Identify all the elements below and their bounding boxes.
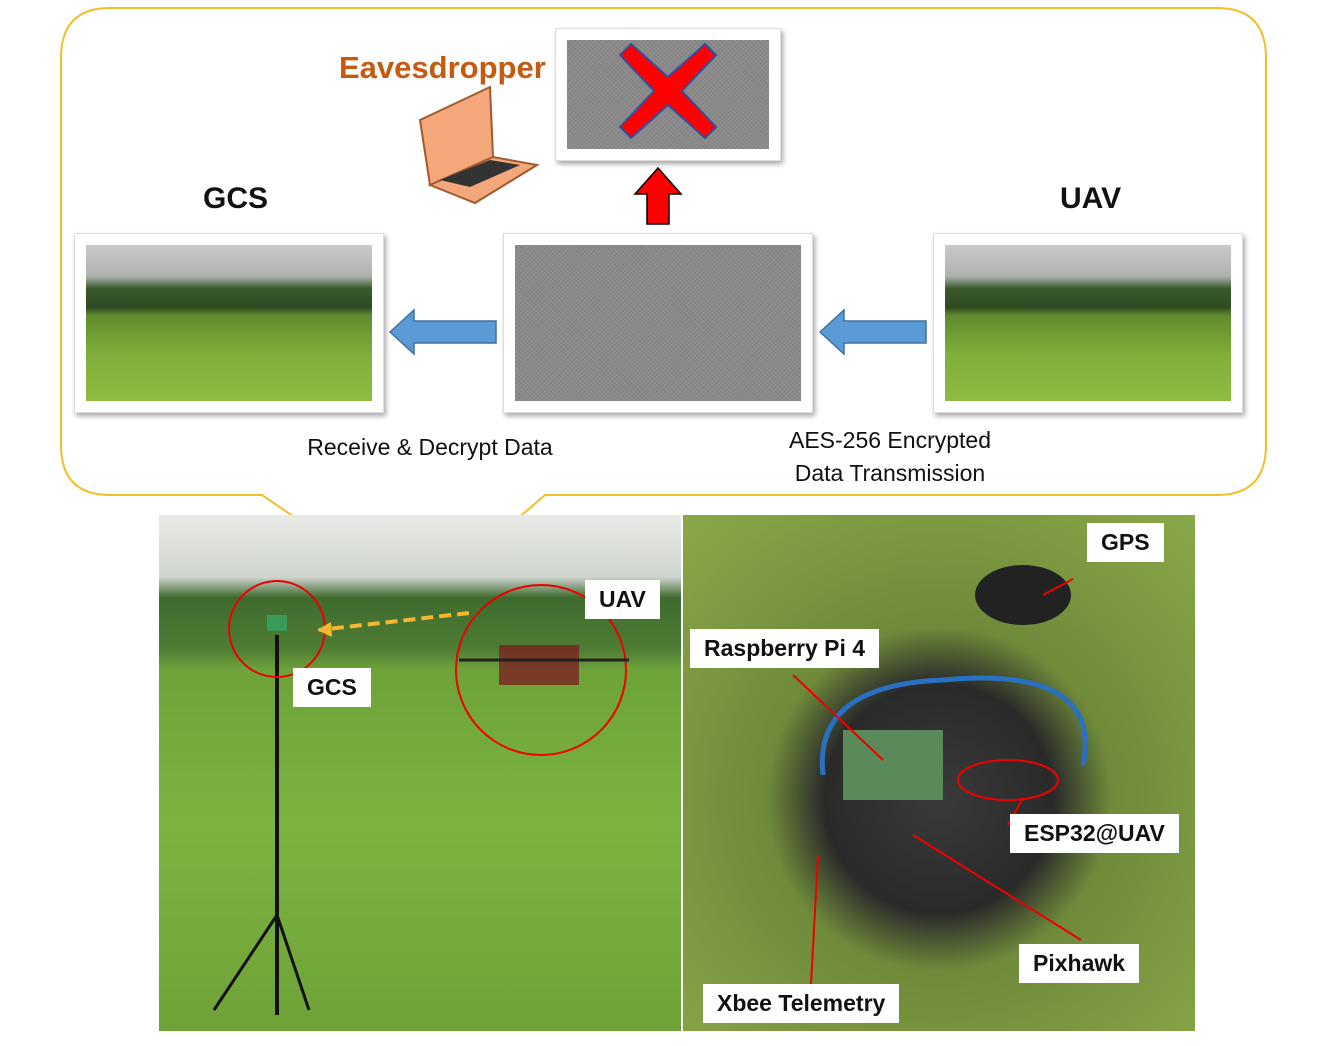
blue-arrow-left-icon xyxy=(388,308,497,356)
blocked-x-icon xyxy=(618,42,718,140)
red-up-arrow-icon xyxy=(633,166,683,225)
field-test-photo: UAV GCS xyxy=(159,515,681,1031)
intercepted-data-image xyxy=(555,28,781,161)
encrypted-data-image xyxy=(503,233,813,413)
uav-photo-label: UAV xyxy=(585,580,660,619)
eavesdropper-label: Eavesdropper xyxy=(339,50,546,85)
encrypted-caption-1: AES-256 Encrypted xyxy=(788,427,991,453)
xbee-label: Xbee Telemetry xyxy=(703,984,900,1023)
gcs-photo-label: GCS xyxy=(293,668,371,707)
esp32-label: ESP32@UAV xyxy=(1010,814,1179,853)
blue-arrow-left-icon xyxy=(818,308,927,356)
raspberry-pi-label: Raspberry Pi 4 xyxy=(690,629,880,668)
uav-camera-image xyxy=(933,233,1243,413)
gps-label: GPS xyxy=(1087,523,1164,562)
pixhawk-label: Pixhawk xyxy=(1019,944,1140,983)
laptop-icon xyxy=(418,85,540,205)
receive-caption: Receive & Decrypt Data xyxy=(307,434,553,460)
encrypted-caption-2: Data Transmission xyxy=(794,460,986,486)
gcs-decrypted-image xyxy=(74,233,384,413)
uav-title: UAV xyxy=(1060,182,1122,215)
gcs-title: GCS xyxy=(203,182,269,215)
uav-hardware-photo: GPS Raspberry Pi 4 ESP32@UAV Pixhawk Xbe… xyxy=(683,515,1195,1031)
